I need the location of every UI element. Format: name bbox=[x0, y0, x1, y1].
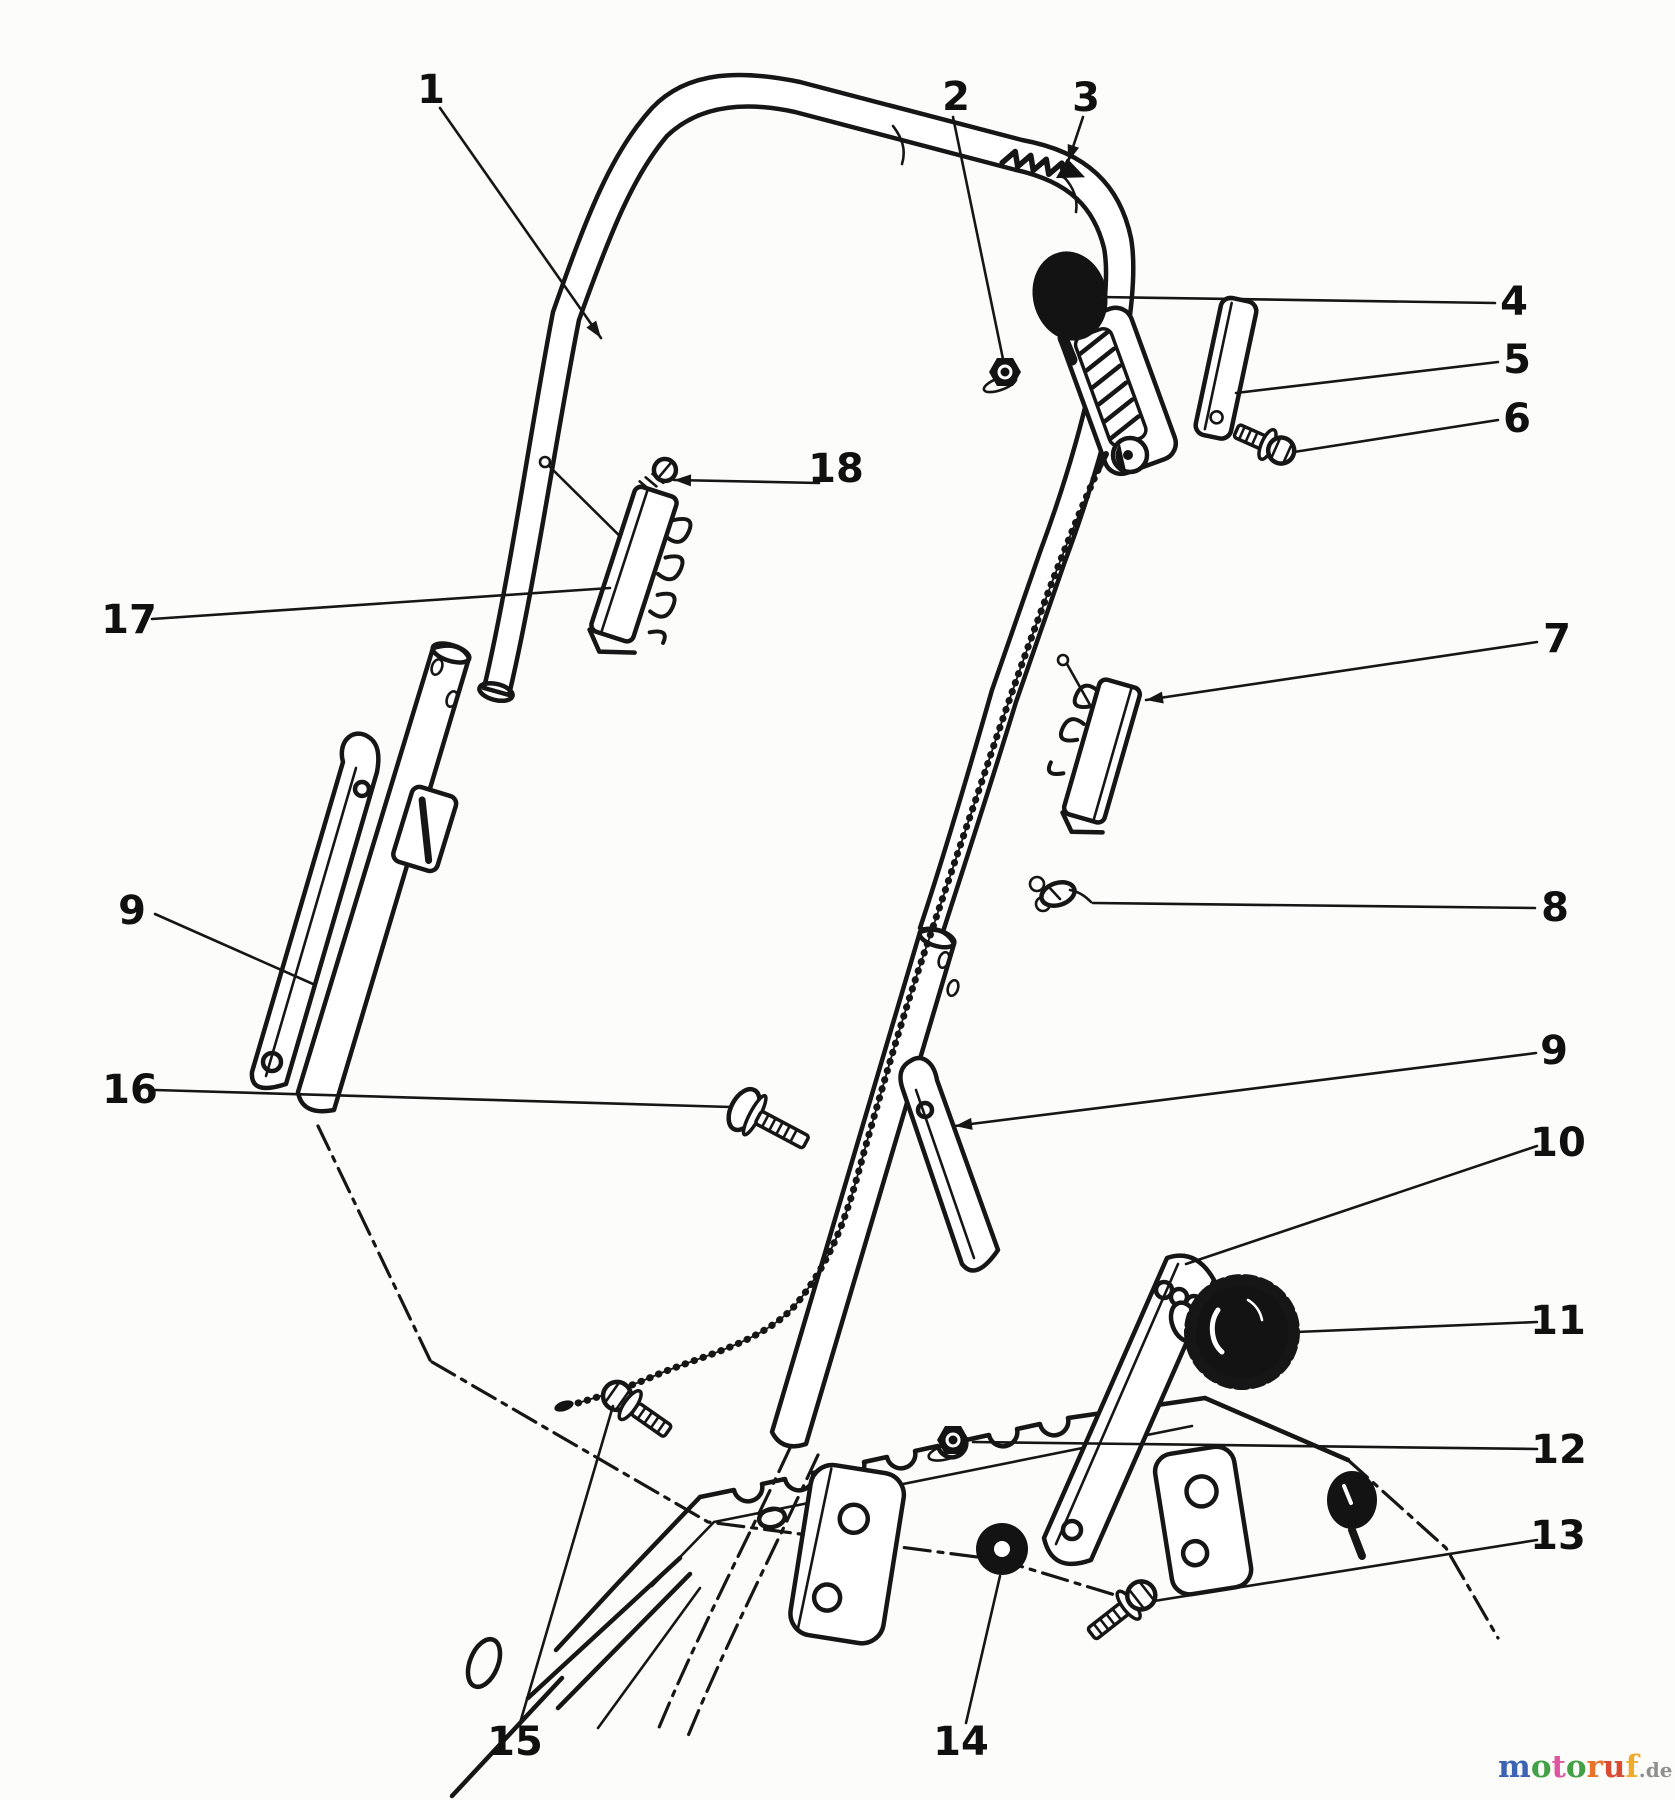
rope-guide-right bbox=[1046, 653, 1143, 835]
leader-line-c5 bbox=[1234, 360, 1500, 395]
callout-number-c10: 10 bbox=[1530, 1120, 1586, 1166]
grip-mark bbox=[1062, 175, 1078, 214]
watermark-suffix: .de bbox=[1638, 1758, 1673, 1782]
watermark-letter: u bbox=[1602, 1749, 1626, 1785]
lower-right-handle-tube bbox=[656, 926, 960, 1738]
leader-line-c6 bbox=[1292, 418, 1500, 454]
leader-line-c4 bbox=[1098, 295, 1497, 305]
leader-line-c9r bbox=[953, 1051, 1538, 1128]
leader-line-c12 bbox=[971, 1440, 1539, 1451]
handle-knob bbox=[1168, 1274, 1300, 1390]
throttle-control bbox=[1032, 251, 1179, 477]
brace-nut bbox=[927, 1426, 969, 1462]
carriage-bolt bbox=[726, 1086, 810, 1150]
handle-mount-bracket bbox=[788, 1462, 907, 1646]
watermark-letter: f bbox=[1625, 1749, 1639, 1785]
leader-line-c11 bbox=[1294, 1320, 1539, 1334]
tube-slot-plate bbox=[391, 784, 459, 874]
watermark-letter: o bbox=[1565, 1749, 1587, 1785]
leader-line-c15 bbox=[518, 1404, 615, 1725]
cable-clip bbox=[1028, 875, 1093, 913]
right-handle-brace bbox=[898, 1055, 1001, 1273]
clamp-bolt bbox=[1232, 423, 1297, 466]
grommet bbox=[1327, 1471, 1377, 1529]
guide-screw bbox=[638, 456, 679, 491]
leader-line-c13 bbox=[1152, 1538, 1539, 1603]
throttle-cable bbox=[554, 451, 1109, 1412]
leader-line-c10 bbox=[1184, 1144, 1539, 1266]
rope-guide-left bbox=[538, 455, 693, 655]
callout-number-c18: 18 bbox=[808, 446, 864, 492]
leader-arrowhead-c9r bbox=[955, 1117, 973, 1130]
lower-bolt-right bbox=[1086, 1579, 1158, 1641]
callout-number-c17: 17 bbox=[101, 597, 157, 643]
leader-line-c16 bbox=[153, 1088, 733, 1109]
deck-side-bracket bbox=[1152, 1444, 1377, 1597]
leader-line-c8 bbox=[1091, 901, 1537, 910]
watermark-letter: o bbox=[1530, 1749, 1552, 1785]
warning-decal bbox=[999, 148, 1086, 179]
upper-handle-tube bbox=[477, 72, 1136, 941]
leader-line-c18 bbox=[672, 478, 821, 485]
callout-number-c13: 13 bbox=[1530, 1513, 1586, 1559]
lower-left-handle-tube bbox=[295, 641, 472, 1362]
leader-arrowhead-c18 bbox=[674, 474, 692, 487]
callout-number-c2: 2 bbox=[942, 74, 970, 120]
callout-number-c12: 12 bbox=[1531, 1427, 1587, 1473]
leader-line-c7 bbox=[1144, 640, 1539, 702]
leader-line-c9l bbox=[153, 912, 315, 986]
watermark-letter: m bbox=[1498, 1749, 1531, 1785]
leader-arrowhead-c3 bbox=[1067, 143, 1080, 162]
callout-number-c15: 15 bbox=[487, 1719, 543, 1765]
leader-line-c1 bbox=[438, 106, 603, 340]
grip-mark bbox=[891, 124, 905, 166]
callout-number-c1: 1 bbox=[417, 67, 445, 113]
lower-bolt-left bbox=[600, 1379, 673, 1438]
leader-arrowhead-c1 bbox=[586, 320, 601, 338]
watermark-letter: t bbox=[1551, 1749, 1566, 1785]
leader-arrowhead-c7 bbox=[1146, 691, 1164, 704]
left-handle-brace bbox=[249, 731, 381, 1091]
throttle-knob bbox=[1032, 251, 1108, 341]
adjustment-bracket bbox=[1041, 1253, 1217, 1567]
callout-number-c14: 14 bbox=[933, 1719, 989, 1765]
throttle-nut bbox=[982, 358, 1021, 394]
callout-number-c3: 3 bbox=[1072, 75, 1100, 121]
callout-number-c6: 6 bbox=[1503, 396, 1531, 442]
watermark-logo: motoruf.de bbox=[1498, 1749, 1672, 1785]
spacer-bushing bbox=[976, 1523, 1028, 1575]
callout-number-c5: 5 bbox=[1503, 337, 1531, 383]
leader-line-c17 bbox=[150, 586, 612, 621]
callout-number-c7: 7 bbox=[1543, 616, 1571, 662]
callout-number-c8: 8 bbox=[1541, 885, 1569, 931]
callout-number-c9r: 9 bbox=[1540, 1028, 1568, 1074]
callout-number-c16: 16 bbox=[102, 1067, 158, 1113]
leader-line-c14 bbox=[964, 1574, 1002, 1725]
callout-number-c9l: 9 bbox=[118, 888, 146, 934]
watermark-letter: r bbox=[1586, 1749, 1603, 1785]
callout-number-c11: 11 bbox=[1530, 1298, 1586, 1344]
leader-line-c2 bbox=[951, 115, 1005, 361]
callout-number-c4: 4 bbox=[1500, 279, 1528, 325]
cable-clamp bbox=[1193, 295, 1259, 441]
